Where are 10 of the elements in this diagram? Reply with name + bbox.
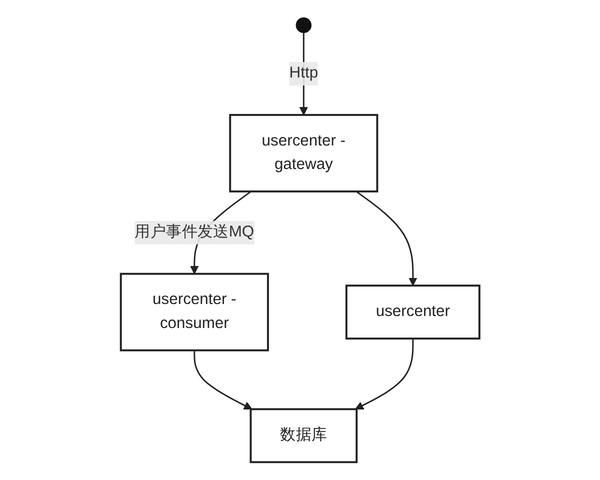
arrow: [354, 338, 414, 410]
arrow: [356, 190, 418, 286]
arrow: [194, 350, 252, 410]
edge-label: 用户事件发送MQ: [134, 224, 254, 240]
node-box: usercenter: [345, 284, 480, 340]
node-person: [296, 17, 312, 34]
node-box: usercenter -gateway: [228, 114, 378, 192]
node-box: 数据库: [250, 408, 358, 464]
node-box: usercenter -consumer: [120, 272, 269, 352]
edge-label: Http: [289, 64, 318, 82]
